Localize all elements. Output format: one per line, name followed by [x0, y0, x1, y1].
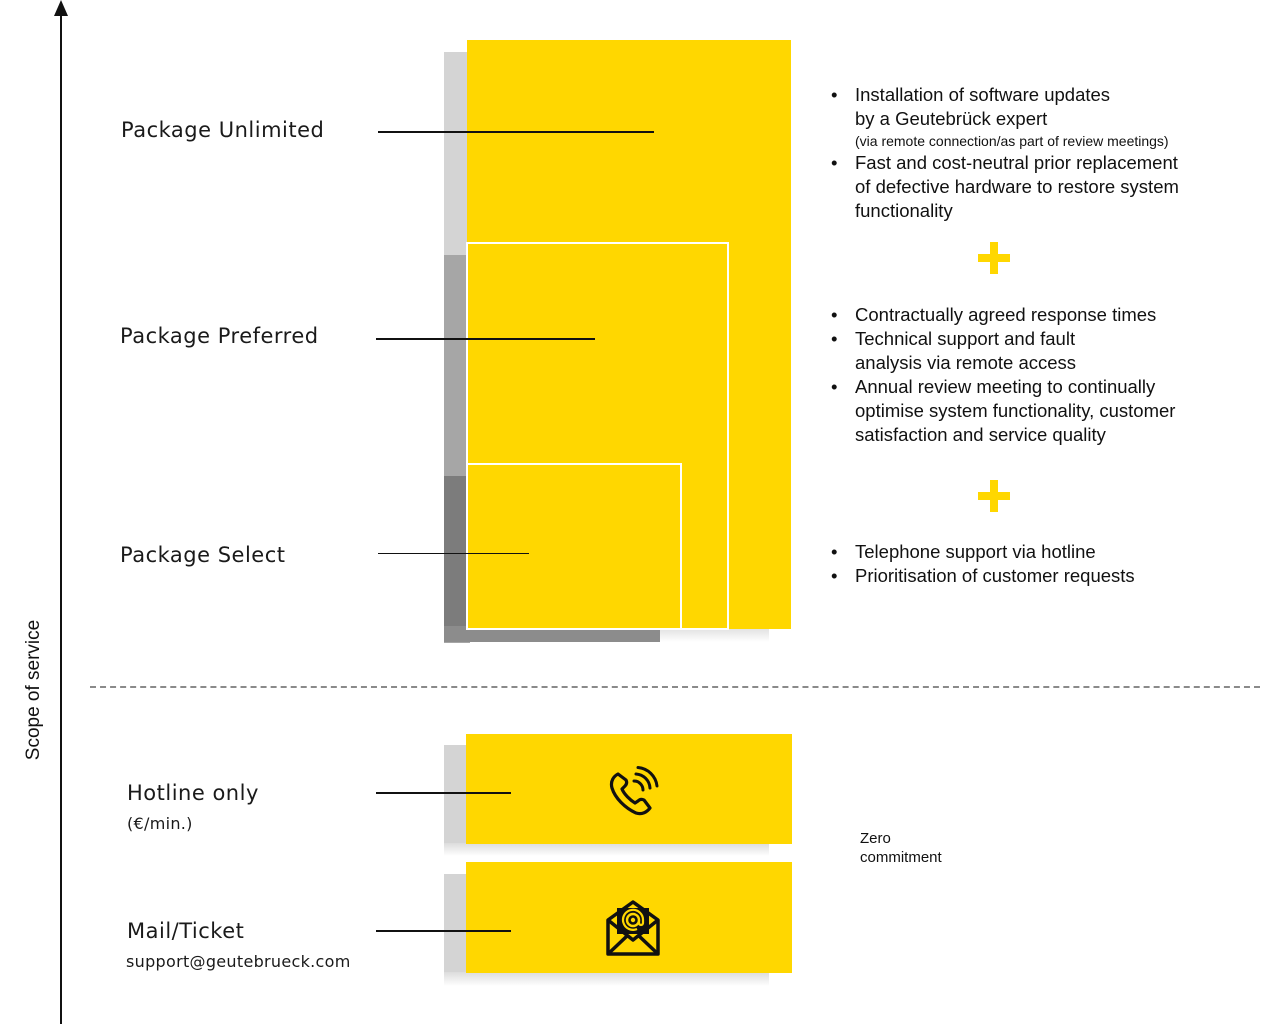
package-select-label: Package Select [120, 543, 286, 567]
leader-line-unlimited [378, 131, 654, 133]
hotline-block [466, 734, 792, 844]
shadow-select-bottom [444, 626, 660, 642]
feature-item: Prioritisation of customer requests [831, 564, 1251, 588]
hotline-sublabel: (€/min.) [127, 814, 193, 833]
feature-item: Telephone support via hotline [831, 540, 1251, 564]
y-axis-label: Scope of service [23, 619, 44, 761]
leader-line-preferred [376, 338, 595, 340]
unlimited-features: Installation of software updates by a Ge… [831, 83, 1251, 223]
package-preferred-label: Package Preferred [120, 324, 319, 348]
feature-item: Fast and cost-neutral prior replacement … [831, 151, 1251, 223]
shadow-hotline-bottom [444, 843, 769, 856]
feature-item: Installation of software updates by a Ge… [831, 83, 1251, 151]
shadow-mail-bottom [444, 972, 769, 986]
package-block [467, 40, 791, 629]
leader-line-hotline [376, 792, 511, 794]
mail-sublabel[interactable]: support@geutebrueck.com [126, 952, 351, 971]
feature-note: (via remote connection/as part of review… [855, 133, 1169, 149]
mail-label: Mail/Ticket [127, 919, 245, 943]
feature-item: Contractually agreed response times [831, 303, 1251, 327]
divider-dashed-line [90, 686, 1260, 688]
plus-icon [978, 242, 1010, 274]
shadow-select [444, 476, 470, 642]
leader-line-mail [376, 930, 511, 932]
select-features: Telephone support via hotline Prioritisa… [831, 540, 1251, 588]
shadow-hotline [444, 745, 470, 856]
y-axis-line [60, 10, 62, 1024]
zero-commitment-note: Zero commitment [860, 830, 942, 866]
plus-icon [978, 480, 1010, 512]
phone-icon [605, 766, 659, 820]
y-axis-arrow-icon [54, 0, 68, 16]
envelope-at-icon [604, 898, 662, 958]
leader-line-select [378, 553, 529, 554]
feature-item: Annual review meeting to continually opt… [831, 375, 1251, 447]
hotline-label: Hotline only [127, 781, 259, 805]
feature-item: Technical support and fault analysis via… [831, 327, 1251, 375]
preferred-features: Contractually agreed response times Tech… [831, 303, 1251, 447]
select-outline [466, 463, 682, 630]
package-unlimited-label: Package Unlimited [121, 118, 325, 142]
